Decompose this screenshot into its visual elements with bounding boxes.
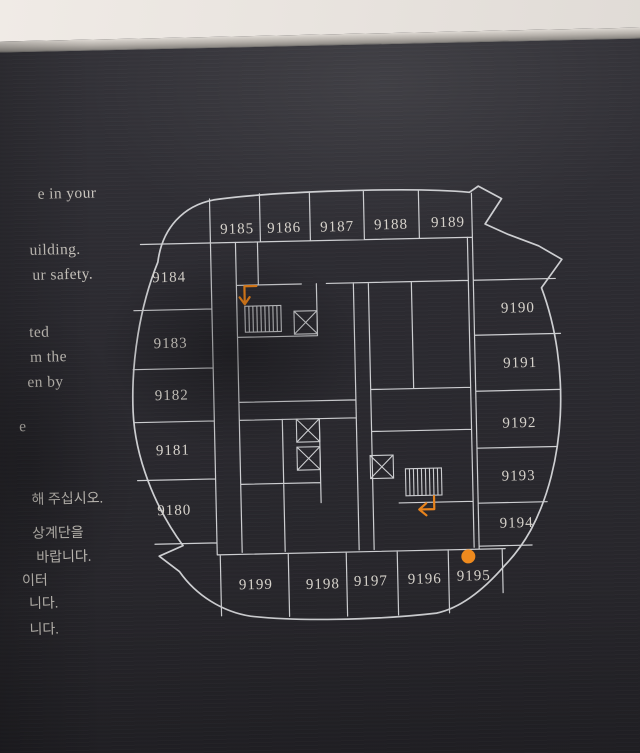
room-label: 9197 (354, 573, 388, 590)
sign-text-line: 니다. (28, 596, 59, 613)
room-label: 9191 (503, 355, 537, 372)
elevator-icon (295, 418, 321, 443)
room-label: 9187 (320, 219, 354, 236)
sign-text-line: 이터 (21, 573, 48, 590)
room-labels: 9185 9186 9187 9188 9189 9184 9183 9182 … (152, 214, 537, 594)
room-label: 9184 (152, 270, 186, 287)
sign-text-line: 상계단을 (32, 525, 84, 542)
exit-arrow-icon (238, 284, 258, 306)
room-label: 9198 (306, 576, 340, 593)
elevator-icon (296, 446, 321, 471)
stairs-icon (404, 467, 443, 497)
room-label: 9194 (499, 515, 533, 532)
core-walls (234, 236, 475, 553)
elevator-icon (293, 310, 319, 335)
exit-arrow-icon (418, 495, 436, 517)
room-label: 9186 (267, 220, 301, 237)
sign-text-line: 니다. (29, 622, 60, 639)
room-label: 9190 (501, 300, 535, 317)
room-label: 9181 (156, 442, 190, 459)
sign-text-line: m the (29, 348, 68, 366)
sign-text-line: e in your (37, 184, 97, 203)
stairs-icon (244, 304, 282, 333)
sign-text-line: e (18, 418, 27, 436)
room-label: 9193 (501, 468, 535, 485)
room-label: 9189 (431, 214, 465, 231)
sign-text-line: ur safety. (32, 265, 94, 284)
room-label: 9185 (220, 221, 254, 238)
elevator-icon (369, 454, 395, 480)
sign-text-line: 바랍니다. (36, 549, 92, 566)
current-location-dot (461, 549, 476, 564)
room-divider-walls (132, 189, 562, 617)
room-label: 9196 (408, 571, 442, 588)
floor-plan: 9185 9186 9187 9188 9189 9184 9183 9182 … (131, 185, 563, 621)
sign-text-line: uilding. (29, 240, 81, 259)
room-label: 9195 (457, 568, 491, 585)
sign-text-line: ted (29, 323, 50, 341)
room-label: 9182 (155, 387, 189, 404)
floor-outline (131, 185, 563, 621)
sign-text-line: 해 주십시오. (31, 491, 104, 508)
sign-text-line: en by (27, 373, 64, 392)
room-label: 9180 (157, 502, 191, 519)
room-label: 9188 (374, 217, 408, 234)
room-label: 9199 (239, 577, 273, 594)
room-label: 9192 (502, 415, 536, 432)
room-label: 9183 (153, 336, 187, 353)
panel-top-bevel (0, 26, 640, 53)
sign-panel: e in your uilding. ur safety. ted m the … (0, 26, 640, 753)
